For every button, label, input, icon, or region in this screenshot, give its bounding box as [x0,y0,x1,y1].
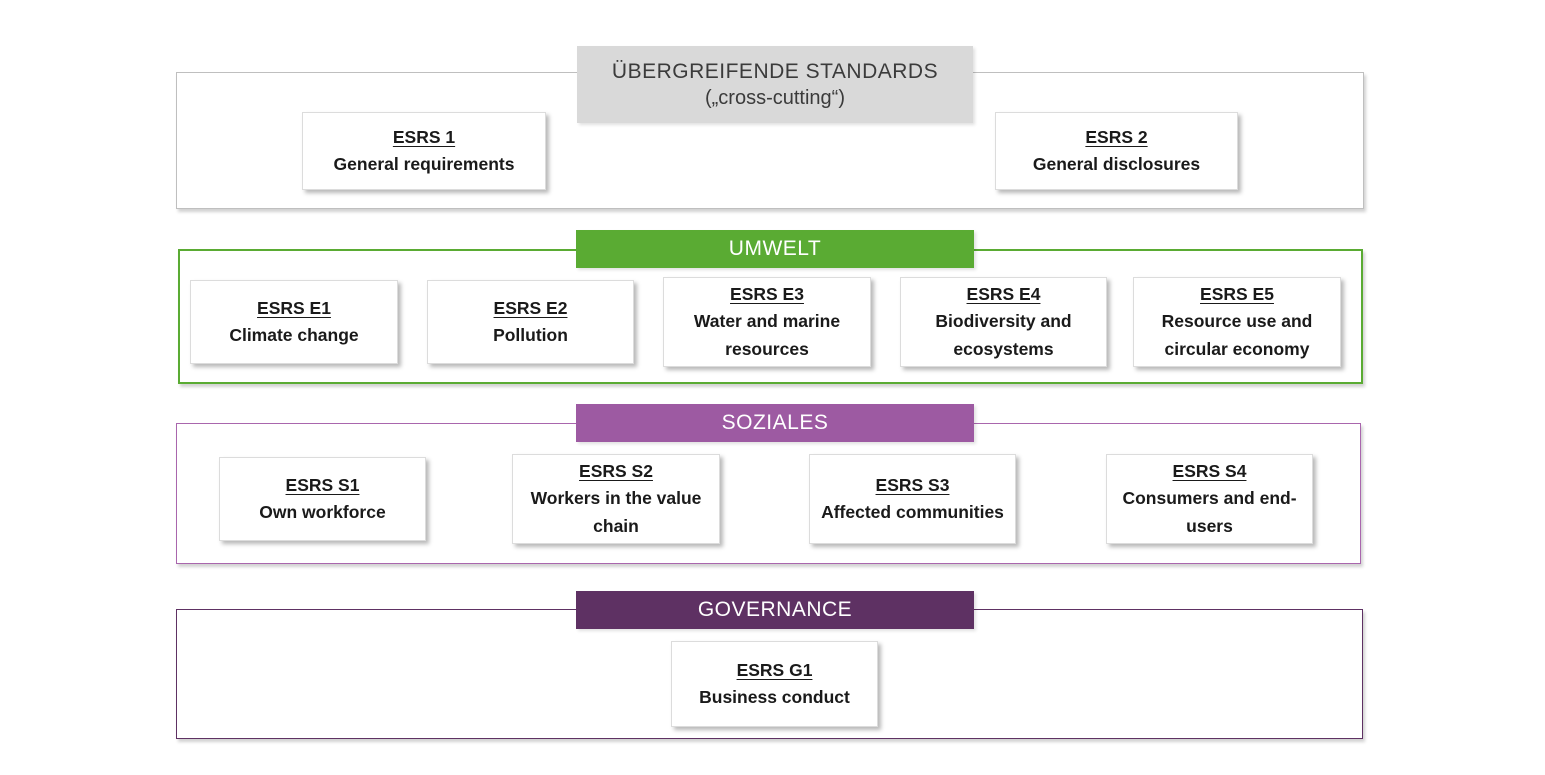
card-name: Pollution [493,325,568,345]
card-esrs-g1: ESRS G1 Business conduct [671,641,878,727]
section-subtitle: („cross-cutting“) [704,87,845,110]
card-code: ESRS E3 [730,284,804,305]
card-code: ESRS 2 [1085,126,1148,147]
card-name: Workers in the value chain [530,488,702,536]
card-esrs-e4: ESRS E4 Biodiversity and ecosystems [900,277,1107,367]
card-esrs-s3: ESRS S3 Affected communities [809,454,1016,544]
section-title: UMWELT [728,237,822,261]
card-esrs-e3: ESRS E3 Water and marine resources [663,277,871,367]
card-code: ESRS G1 [736,659,813,680]
section-title: SOZIALES [721,411,829,435]
card-name: General disclosures [1032,154,1201,174]
card-name: Climate change [229,325,359,345]
card-name: General requirements [333,154,515,174]
card-esrs-s1: ESRS S1 Own workforce [219,457,426,541]
card-name: Own workforce [259,502,386,522]
card-code: ESRS E2 [493,297,568,318]
card-code: ESRS S4 [1172,461,1247,482]
section-header-soziales: SOZIALES [576,404,974,442]
section-header-governance: GOVERNANCE [576,591,974,629]
section-header-cross-cutting: ÜBERGREIFENDE STANDARDS („cross-cutting“… [577,46,973,123]
card-code: ESRS E5 [1200,284,1274,305]
card-esrs-e1: ESRS E1 Climate change [190,280,398,364]
card-code: ESRS S1 [285,474,360,495]
card-esrs-s2: ESRS S2 Workers in the value chain [512,454,720,544]
card-name: Resource use and circular economy [1161,311,1313,359]
section-header-umwelt: UMWELT [576,230,974,268]
card-code: ESRS S2 [579,461,653,482]
card-code: ESRS 1 [392,126,456,147]
card-name: Consumers and end-users [1122,488,1297,536]
section-title: GOVERNANCE [697,598,853,622]
card-name: Water and marine resources [693,311,841,359]
card-code: ESRS S3 [875,474,950,495]
section-title: ÜBERGREIFENDE STANDARDS [611,59,939,83]
card-name: Business conduct [699,687,850,707]
card-esrs-e2: ESRS E2 Pollution [427,280,634,364]
card-esrs-1: ESRS 1 General requirements [302,112,546,190]
card-code: ESRS E1 [257,297,331,318]
card-esrs-2: ESRS 2 General disclosures [995,112,1238,190]
card-name: Affected communities [821,502,1004,522]
card-name: Biodiversity and ecosystems [935,311,1072,359]
card-esrs-s4: ESRS S4 Consumers and end-users [1106,454,1313,544]
card-code: ESRS E4 [966,284,1041,305]
card-esrs-e5: ESRS E5 Resource use and circular econom… [1133,277,1341,367]
